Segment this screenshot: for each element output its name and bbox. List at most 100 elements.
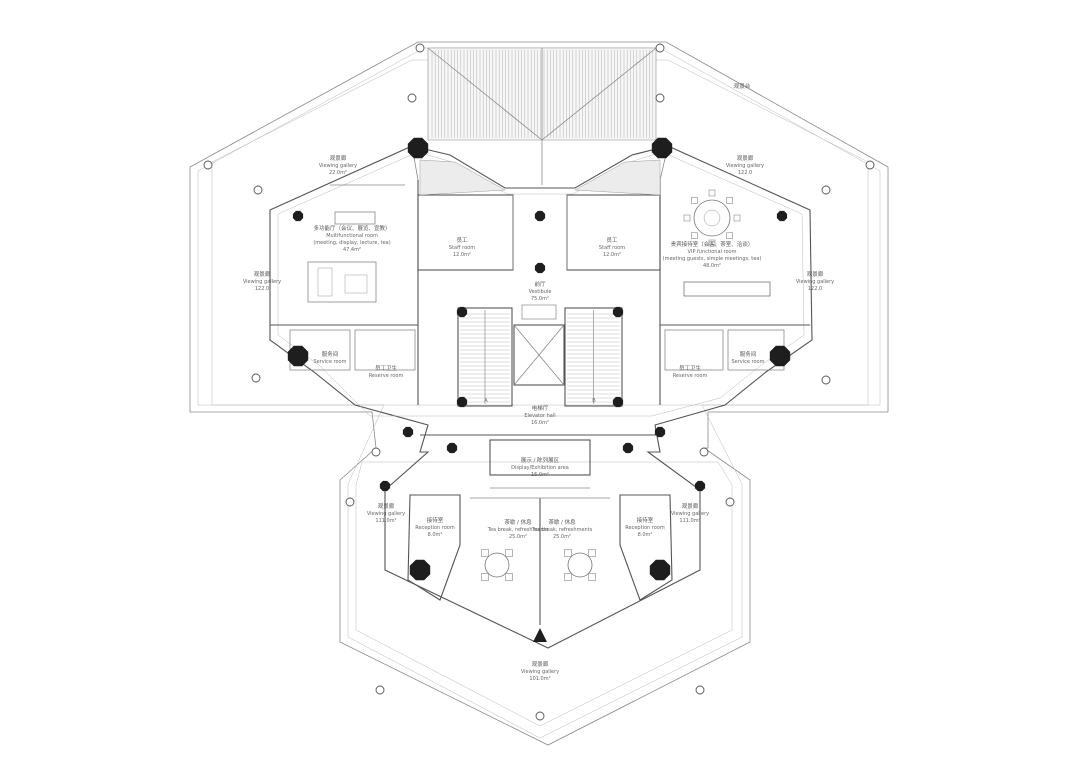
label-viewing-bottom-left-en: Viewing gallery (367, 511, 405, 517)
label-vestibule-en: Vestibule (529, 289, 552, 295)
label-service-left-en: Service room (313, 359, 346, 365)
column-small (776, 210, 788, 222)
hatched-areas (419, 159, 661, 196)
label-viewing-right-area: 122.0 (808, 286, 822, 292)
column-small (292, 210, 304, 222)
column-large (651, 137, 673, 159)
label-staff-left-cn: 员工 (456, 237, 468, 244)
refresh-table-right (567, 552, 593, 578)
column-small (456, 306, 468, 318)
column-small (534, 210, 546, 222)
label-viewing-bottom-cn: 观景廊 (532, 660, 549, 668)
label-reception-right-cn: 接待室 (637, 516, 654, 524)
label-viewing-bottom-en: Viewing gallery (521, 669, 559, 675)
label-viewing-top-right-en: Viewing gallery (726, 163, 764, 169)
label-reserve-left-cn: 员工卫生 (375, 364, 398, 372)
refresh-table-left (484, 552, 510, 578)
vip-round-table (693, 199, 731, 237)
post-marker (865, 160, 875, 170)
post-marker (725, 497, 735, 507)
post-marker (655, 93, 665, 103)
building-walls (269, 145, 813, 649)
post-marker (655, 43, 665, 53)
label-service-left-cn: 服务间 (322, 350, 339, 358)
post-marker (821, 185, 831, 195)
post-marker (407, 93, 417, 103)
label-reserve-right-cn: 员工卫生 (679, 364, 702, 372)
label-staff-left-en: Staff room (449, 245, 475, 251)
room-labels: 观景廊 Viewing gallery 22.0m² 多功能厅（会议、展览、宣教… (243, 82, 834, 682)
label-viewing-right-cn: 观景廊 (807, 270, 824, 278)
label-vip-sub: (meeting guests, simple meetings, tea) (663, 256, 762, 262)
column-large (649, 559, 671, 581)
post-marker (699, 447, 709, 457)
post-marker (375, 685, 385, 695)
label-viewing-top-left-cn: 观景廊 (330, 154, 347, 162)
furniture (307, 189, 771, 642)
label-elevator-hall-en: Elevator hall (524, 413, 555, 419)
label-viewing-top-left-en: Viewing gallery (319, 163, 357, 169)
label-viewing-left-en: Viewing gallery (243, 279, 281, 285)
label-viewing-right-en: Viewing gallery (796, 279, 834, 285)
label-viewing-left-area: 122.0 (255, 286, 269, 292)
label-viewing-bottom-right-cn: 观景廊 (682, 502, 699, 510)
label-vip-cn: 贵宾接待室（会客、茶室、洽谈） (671, 240, 754, 248)
post-marker (371, 447, 381, 457)
post-marker (695, 685, 705, 695)
label-display-area: 16.0m² (531, 472, 549, 478)
column-large (409, 559, 431, 581)
label-elevator-hall-cn: 电梯厅 (532, 404, 549, 412)
column-small (654, 426, 666, 438)
vip-sofa (683, 281, 771, 297)
label-viewing-bottom-right-en: Viewing gallery (671, 511, 709, 517)
multifunction-conference-table (334, 211, 376, 225)
label-vestibule-cn: 前厅 (534, 280, 546, 288)
label-top-right-corner: 观景台 (734, 82, 751, 90)
label-refresh-right-en: Tea break, refreshments (531, 527, 593, 533)
column-large (407, 137, 429, 159)
column-small (379, 480, 391, 492)
column-small (622, 442, 634, 454)
label-reserve-right-en: Reserve room (673, 373, 708, 379)
label-reception-left-area: 8.0m² (428, 532, 443, 538)
label-viewing-left-cn: 观景廊 (254, 270, 271, 278)
post-marker (535, 711, 545, 721)
label-refresh-left-en: Tea break, refreshments (487, 527, 549, 533)
label-refresh-right-area: 25.0m² (553, 534, 571, 540)
post-marker (253, 185, 263, 195)
label-multifunction-en: Multifunctional room (326, 233, 378, 239)
column-large (769, 345, 791, 367)
label-staff-left-area: 12.0m² (453, 252, 471, 258)
outdoor-posts (203, 43, 875, 721)
column-small (612, 306, 624, 318)
post-marker (345, 497, 355, 507)
label-staff-right-area: 12.0m² (603, 252, 621, 258)
column-small (402, 426, 414, 438)
label-display-en: Display/Exhibition area (511, 465, 569, 471)
label-display-cn: 展示 / 陈列展区 (521, 456, 560, 464)
column-small (446, 442, 458, 454)
post-marker (203, 160, 213, 170)
bottom-triangle-post (533, 628, 547, 642)
label-reserve-left-en: Reserve room (369, 373, 404, 379)
column-large (287, 345, 309, 367)
label-multifunction-area: 47.4m² (343, 247, 361, 253)
structural-columns (287, 137, 791, 581)
multifunction-lounge (307, 261, 377, 303)
label-viewing-top-right-area: 122.0 (738, 170, 752, 176)
label-refresh-left-area: 25.0m² (509, 534, 527, 540)
label-vip-area: 48.0m² (703, 263, 721, 269)
label-viewing-top-left-area: 22.0m² (329, 170, 347, 176)
label-service-right-cn: 服务间 (740, 350, 757, 358)
label-reception-left-cn: 接待室 (427, 516, 444, 524)
label-viewing-bottom-left-cn: 观景廊 (378, 502, 395, 510)
label-refresh-left-cn: 茶歇 / 休息 (504, 518, 532, 526)
label-staff-right-en: Staff room (599, 245, 625, 251)
label-viewing-top-right-cn: 观景廊 (737, 154, 754, 162)
label-stair-a: A (484, 398, 488, 404)
post-marker (415, 43, 425, 53)
top-roof-area (427, 47, 657, 185)
label-reception-right-en: Reception room (625, 525, 665, 531)
label-multifunction-sub: (meeting, display, lecture, tea) (313, 240, 390, 246)
column-small (534, 262, 546, 274)
